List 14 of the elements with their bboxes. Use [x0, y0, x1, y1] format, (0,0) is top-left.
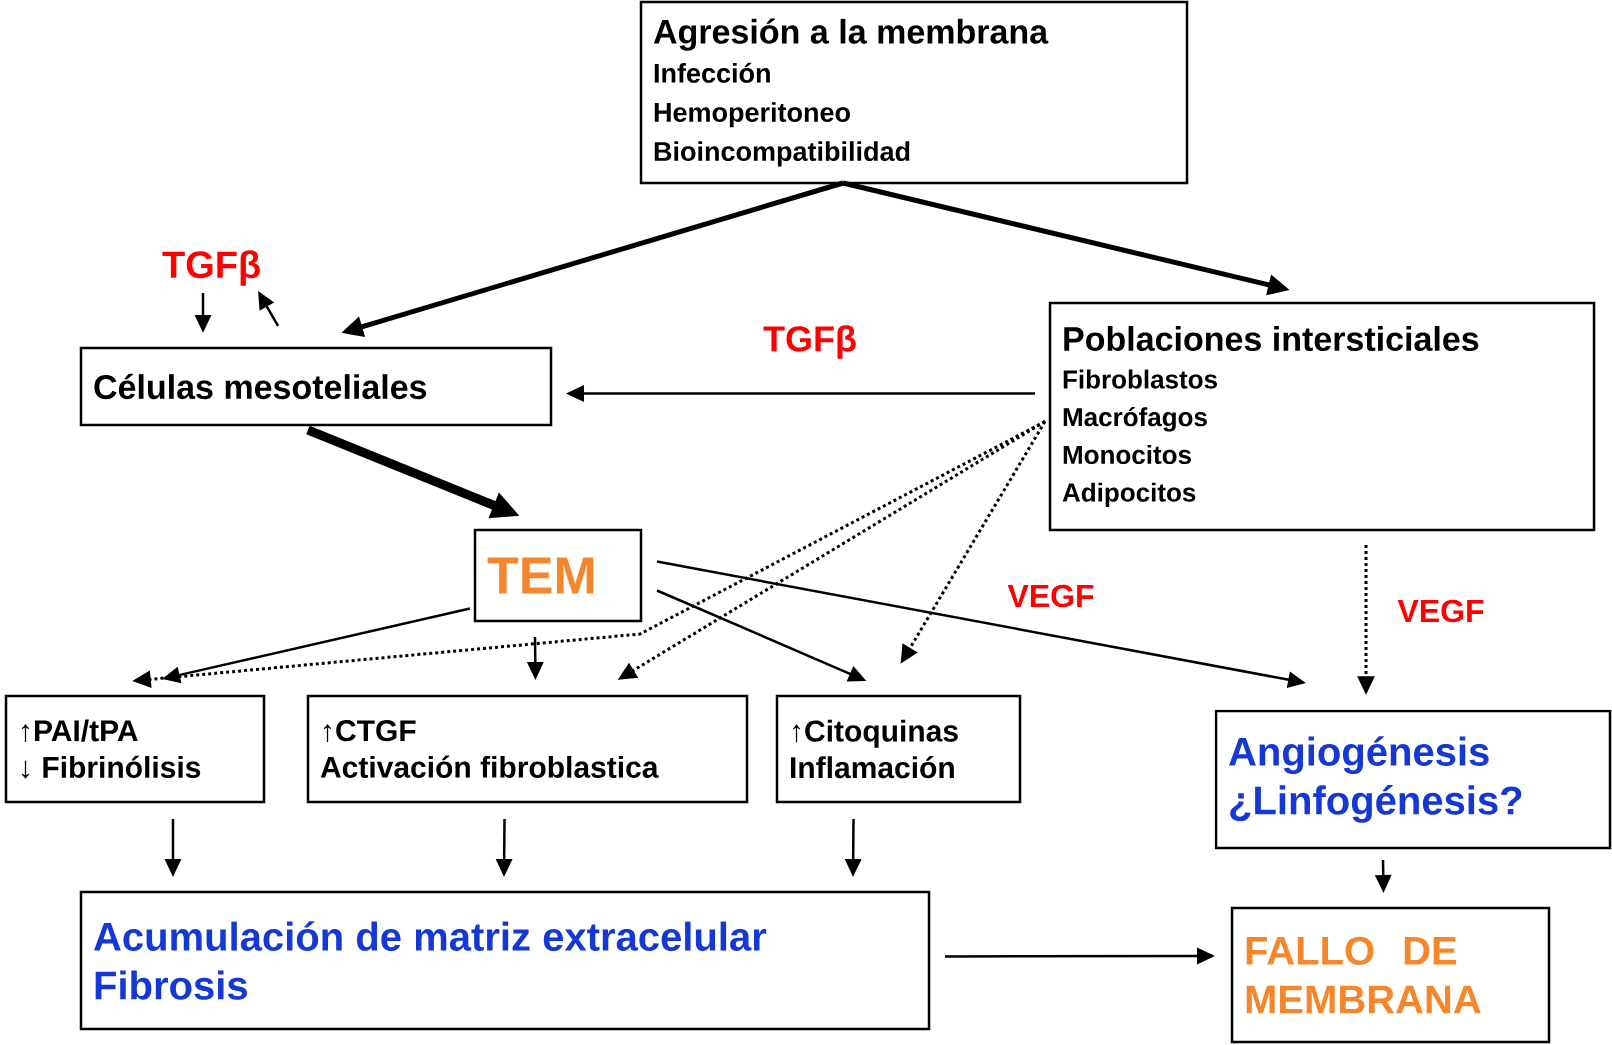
text-box: Angiogénesis ¿Linfogénesis?: [1214, 709, 1612, 850]
edge-label: VEGF: [1004, 581, 1098, 611]
text-box: ↑PAI/tPA ↓ Fibrinólisis: [4, 694, 266, 804]
edge-label: VEGF: [1394, 596, 1488, 626]
text-box: Agresión a la membrana Infección Hemoperitoneo Bioincompatibilidad: [639, 0, 1189, 185]
signal-label: TGFβ: [162, 250, 260, 286]
text-box: ↑CTGF Activación fibroblastica: [306, 694, 749, 804]
text-box: FALLO DE MEMBRANA: [1230, 906, 1551, 1044]
text-box: TEM: [473, 528, 643, 623]
text-box: Acumulación de matriz extracelular Fibrosis: [79, 890, 931, 1031]
edge-label: TGFβ: [760, 322, 860, 362]
text-box: Poblaciones intersticiales Fibroblastos Macrófagos Monocitos Adipocitos: [1048, 301, 1596, 532]
text-box: Células mesoteliales: [79, 346, 553, 427]
text-box: ↑Citoquinas Inflamación: [775, 694, 1022, 804]
